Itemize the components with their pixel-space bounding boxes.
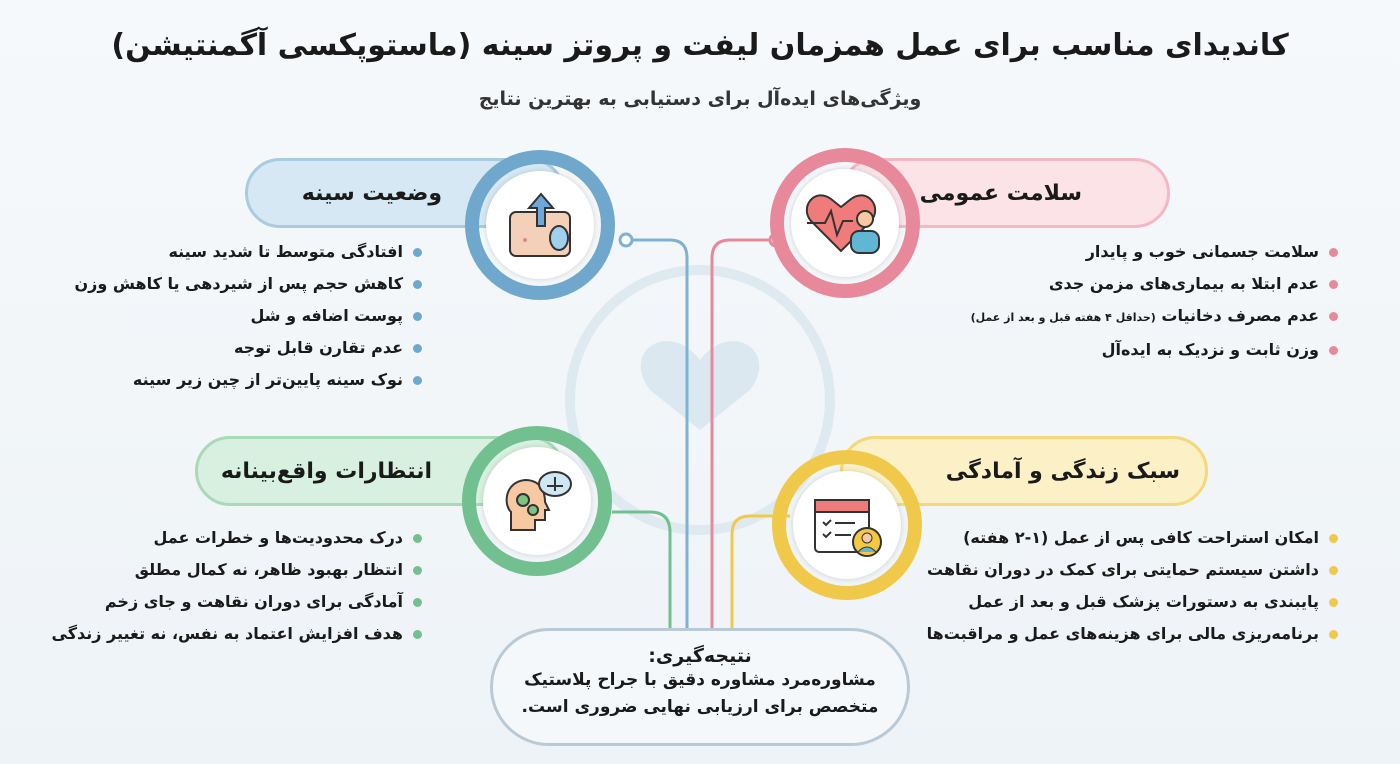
breast-condition-badge	[465, 150, 615, 300]
list-item: عدم تقارن قابل توجه	[74, 332, 422, 364]
section-title: وضعیت سینه	[301, 180, 442, 206]
list-item: کاهش حجم پس از شیردهی یا کاهش وزن	[74, 268, 422, 300]
list-item: انتظار بهبود ظاهر، نه کمال مطلق	[52, 554, 422, 586]
breast-lift-icon	[509, 192, 571, 257]
general-health-badge	[770, 148, 920, 298]
conclusion-heading: نتیجه‌گیری:	[648, 645, 752, 667]
expectations-list: درک محدودیت‌ها و خطرات عمل انتظار بهبود …	[52, 522, 422, 650]
conclusion-line: متخصص برای ارزیابی نهایی ضروری است.	[521, 697, 879, 717]
general-health-list: سلامت جسمانی خوب و پایدار عدم ابتلا به ب…	[971, 236, 1338, 366]
heart-person-icon	[805, 194, 880, 254]
calendar-checklist-icon	[814, 499, 882, 557]
page-subtitle: ویژگی‌های ایده‌آل برای دستیابی به بهترین…	[478, 88, 922, 110]
list-item: امکان استراحت کافی پس از عمل (۱-۲ هفته)	[927, 522, 1338, 554]
list-item: آمادگی برای دوران نقاهت و جای زخم	[52, 586, 422, 618]
list-item: پایبندی به دستورات پزشک قبل و بعد از عمل	[927, 586, 1338, 618]
lifestyle-badge	[772, 450, 922, 600]
breast-condition-list: افتادگی متوسط تا شدید سینه کاهش حجم پس ا…	[74, 236, 422, 396]
expectations-badge	[462, 426, 612, 576]
conclusion-line: مشاوره‌مرد مشاوره دقیق با جراح پلاستیک	[524, 670, 876, 690]
list-item: داشتن سیستم حمایتی برای کمک در دوران نقا…	[927, 554, 1338, 586]
lifestyle-list: امکان استراحت کافی پس از عمل (۱-۲ هفته) …	[927, 522, 1338, 650]
list-item: نوک سینه پایین‌تر از چین زیر سینه	[74, 364, 422, 396]
page-title: کاندیدای مناسب برای عمل همزمان لیفت و پر…	[111, 28, 1289, 63]
list-item: پوست اضافه و شل	[74, 300, 422, 332]
list-item: عدم ابتلا به بیماری‌های مزمن جدی	[971, 268, 1338, 300]
list-item: برنامه‌ریزی مالی برای هزینه‌های عمل و مر…	[927, 618, 1338, 650]
section-title: سلامت عمومی	[919, 180, 1082, 206]
list-item: وزن ثابت و نزدیک به ایده‌آل	[971, 334, 1338, 366]
conclusion-box: نتیجه‌گیری: مشاوره‌مرد مشاوره دقیق با جر…	[490, 628, 910, 746]
list-item: افتادگی متوسط تا شدید سینه	[74, 236, 422, 268]
head-gears-scale-icon	[505, 471, 572, 531]
list-item: عدم مصرف دخانیات (حداقل ۴ هفته قبل و بعد…	[971, 300, 1338, 334]
section-title: سبک زندگی و آمادگی	[945, 458, 1180, 484]
list-item: درک محدودیت‌ها و خطرات عمل	[52, 522, 422, 554]
list-item: سلامت جسمانی خوب و پایدار	[971, 236, 1338, 268]
list-item: هدف افزایش اعتماد به نفس، نه تغییر زندگی	[52, 618, 422, 650]
section-title: انتظارات واقع‌بینانه	[220, 458, 432, 484]
